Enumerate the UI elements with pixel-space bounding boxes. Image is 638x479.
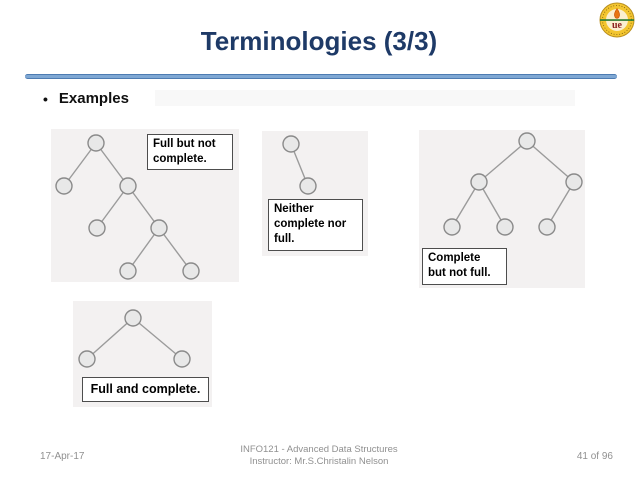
tree-edge (158, 227, 192, 272)
university-logo: ue (599, 2, 635, 38)
tree-edge (96, 185, 129, 229)
tree-edge (127, 185, 160, 229)
tree-graphic (78, 309, 191, 368)
tree-node (443, 218, 461, 236)
tree-edge (478, 140, 528, 183)
tree-edge (86, 317, 134, 360)
tree-node (470, 173, 488, 191)
tree-edge (95, 142, 129, 187)
title-divider (25, 74, 617, 79)
footer-date: 17-Apr-17 (40, 451, 85, 462)
tree-node (78, 350, 96, 368)
tree-node (150, 219, 168, 237)
tree-node (124, 309, 142, 327)
tree-caption-line: Full and complete. (90, 382, 201, 397)
tree-node (88, 219, 106, 237)
tree-node (182, 262, 200, 280)
tree-caption-line: Neither (274, 203, 314, 215)
university-logo-icon: ue (599, 2, 635, 38)
tree-caption-complete-but-not-full: Complete but not full. (422, 248, 507, 285)
tree-edge (127, 227, 160, 272)
tree-caption-line: Complete (428, 252, 481, 264)
tree-panel-complete-but-not-full: Complete but not full. (419, 130, 585, 288)
tree-edge (63, 142, 97, 187)
footer-course: INFO121 - Advanced Data Structures Instr… (0, 444, 638, 469)
tree-caption-line: full. (274, 233, 295, 246)
page-title: Terminologies (3/3) (200, 26, 438, 56)
tree-graphic (443, 132, 583, 236)
footer-course-line2: Instructor: Mr.S.Christalin Nelson (249, 456, 389, 468)
tree-caption-line: complete nor (274, 218, 347, 231)
tree-panel-full-and-complete: Full and complete. (73, 301, 212, 407)
flame-icon (614, 7, 620, 19)
tree-graphic (55, 134, 200, 280)
tree-caption-full-and-complete: Full and complete. (82, 377, 209, 402)
tree-caption-line: complete. (153, 153, 207, 166)
tree-panel-neither-complete-nor-full: Neither complete nor full. (262, 131, 368, 256)
tree-edge (546, 181, 575, 228)
tree-node (282, 135, 300, 153)
tree-node (119, 262, 137, 280)
tree-caption-full-but-not-complete: Full but not complete. (147, 134, 233, 170)
tree-node (565, 173, 583, 191)
tree-node (119, 177, 137, 195)
tree-node (55, 177, 73, 195)
tree-panel-full-but-not-complete: Full but not complete. (51, 129, 239, 282)
bullet-label: Examples (58, 90, 129, 107)
footer-course-line1: INFO121 - Advanced Data Structures (240, 444, 398, 455)
tree-edge (132, 317, 183, 360)
tree-node (538, 218, 556, 236)
bullet-icon: • (43, 90, 48, 107)
tree-node (173, 350, 191, 368)
tree-edge (526, 140, 575, 183)
tree-caption-line: Full but not (153, 138, 216, 150)
tree-caption-line: but not full. (428, 267, 491, 280)
tree-edge (451, 181, 480, 228)
bullet-examples: • Examples (43, 90, 129, 107)
content-backdrop-strip (155, 90, 575, 106)
logo-monogram: ue (612, 20, 623, 31)
footer-page-number: 41 of 96 (576, 451, 613, 462)
tree-node (496, 218, 514, 236)
tree-caption-neither-complete-nor-full: Neither complete nor full. (268, 199, 363, 251)
tree-node (299, 177, 317, 195)
tree-node (518, 132, 536, 150)
tree-node (87, 134, 105, 152)
tree-graphic (282, 135, 317, 195)
